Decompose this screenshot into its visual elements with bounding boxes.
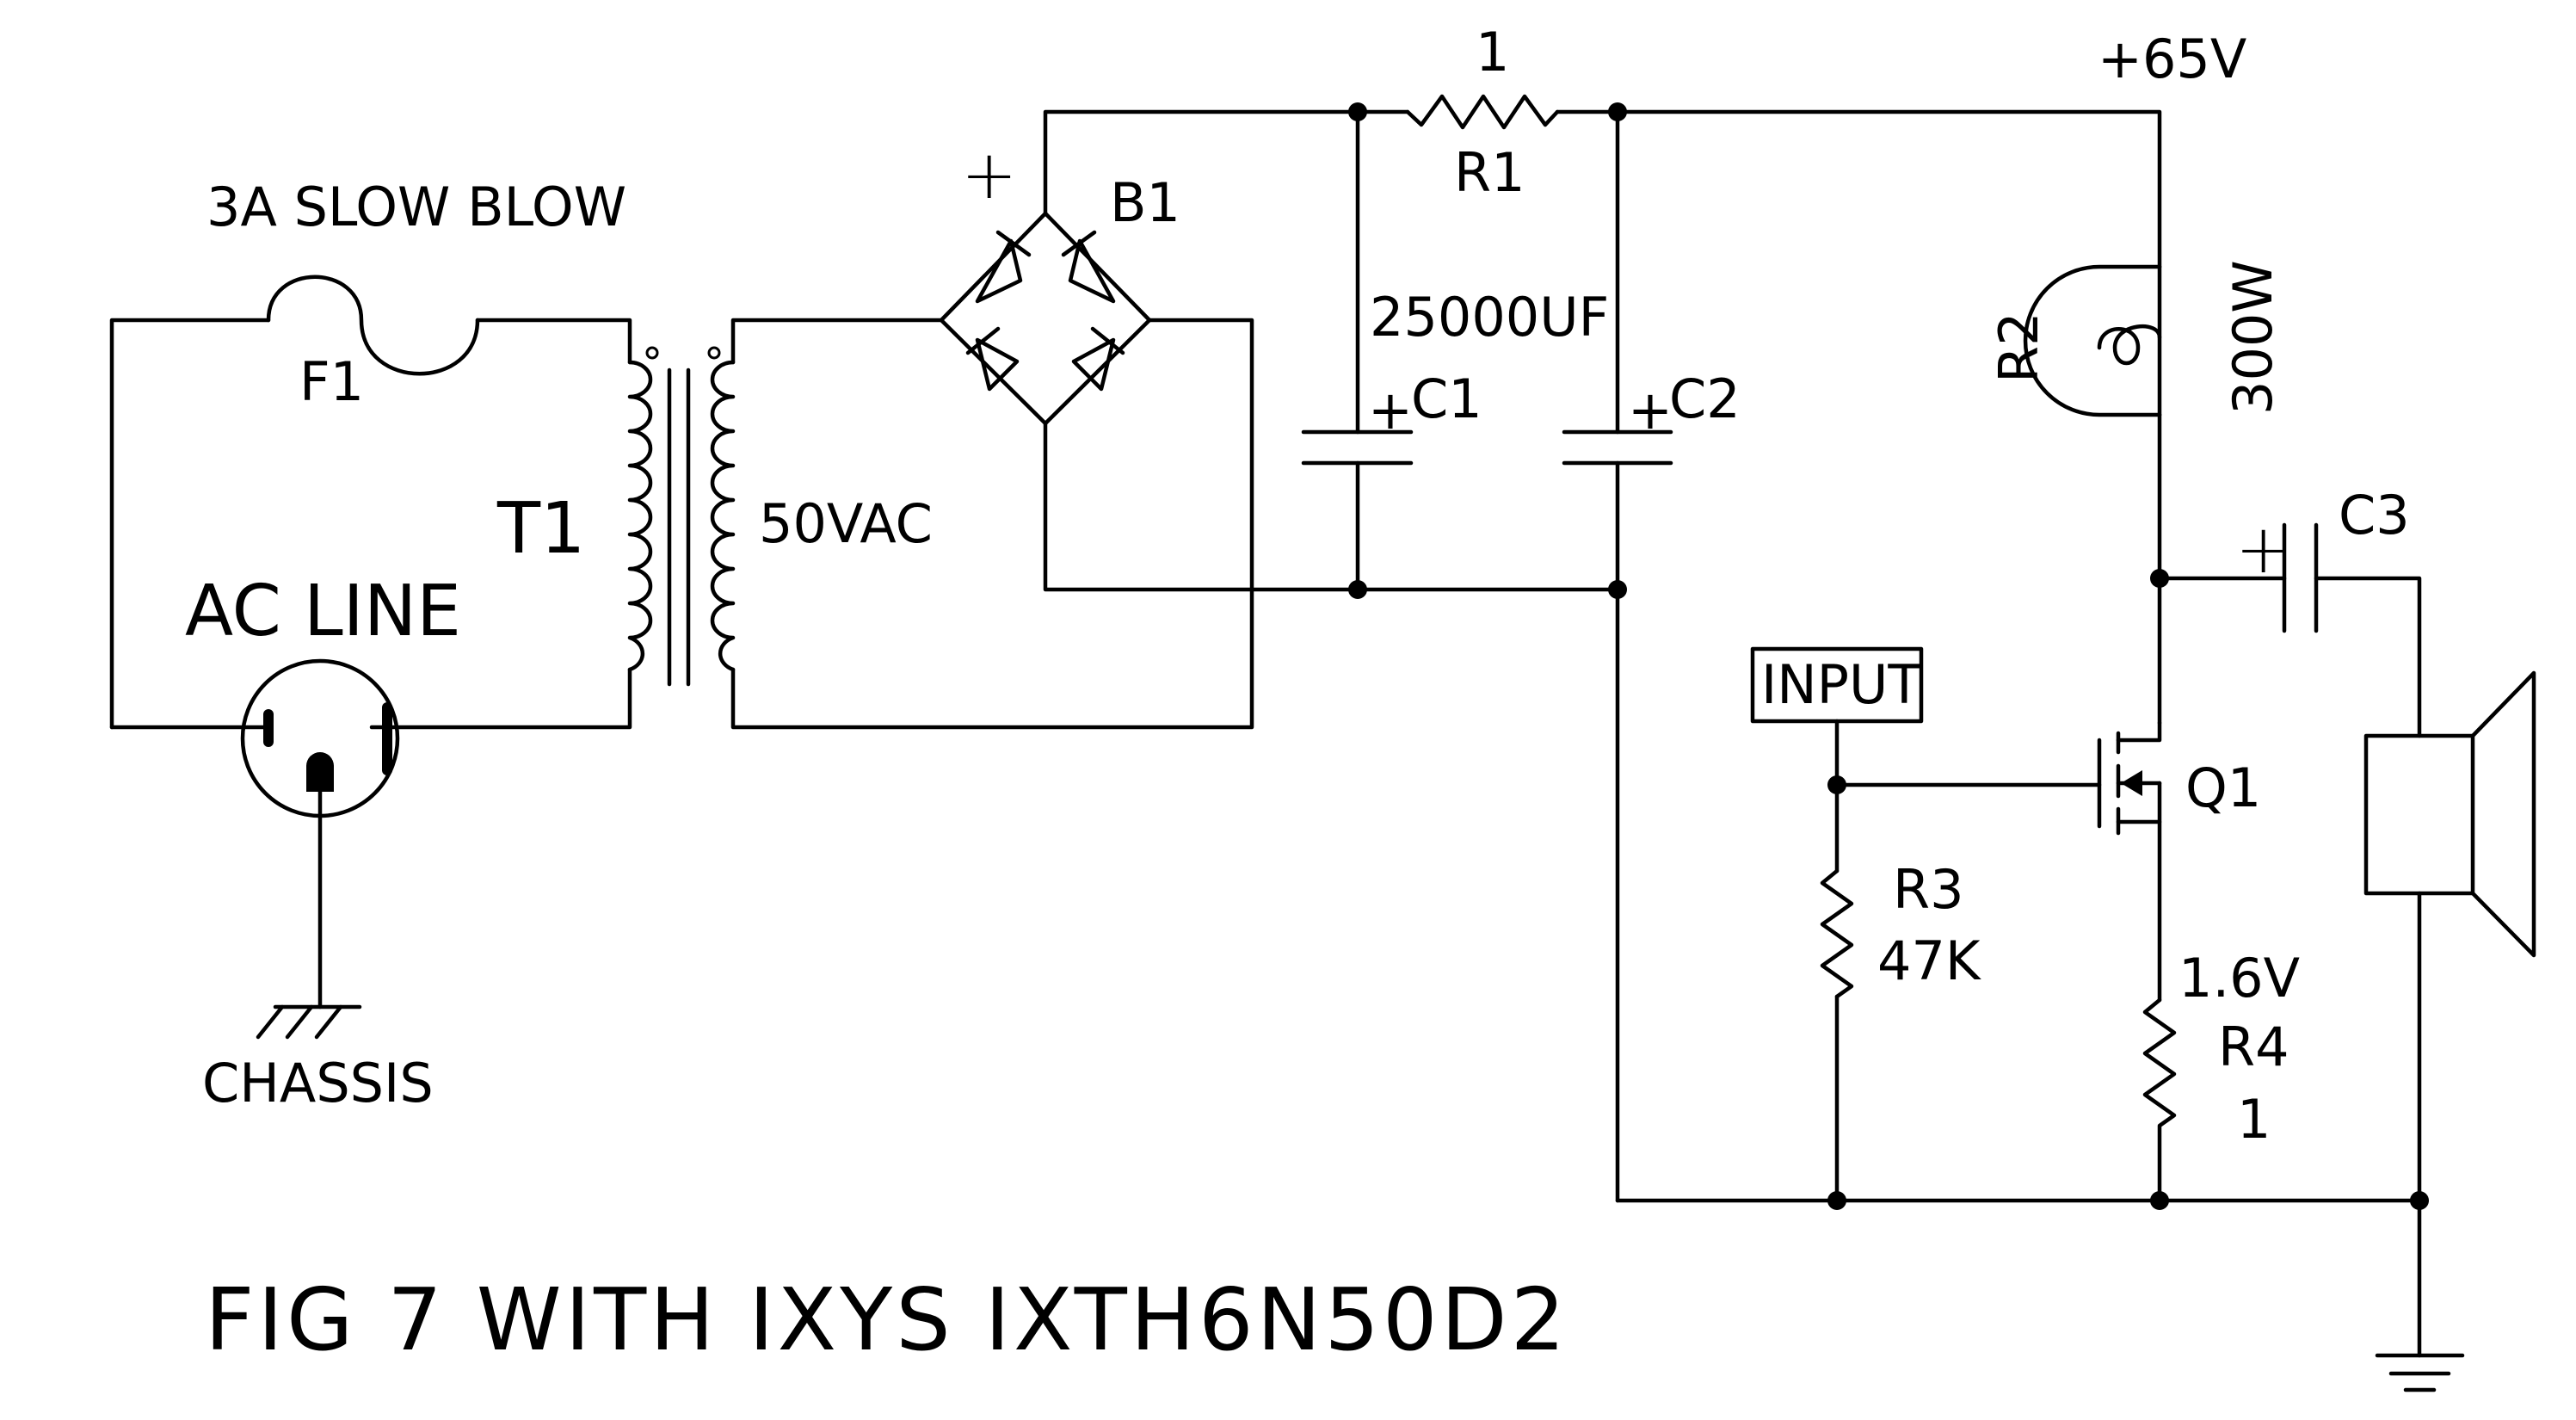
input-wiring bbox=[1615, 719, 2422, 1203]
r4-label: R4 bbox=[2218, 1016, 2289, 1078]
c2-plus-label: + bbox=[1628, 379, 1673, 441]
ground-symbol bbox=[2375, 1353, 2465, 1392]
resistor-r1 bbox=[1405, 94, 1560, 130]
c1-label: C1 bbox=[1411, 367, 1482, 430]
input-label: INPUT bbox=[1761, 653, 1921, 716]
speaker bbox=[2363, 670, 2536, 958]
capacitance-label: 25000UF bbox=[1370, 286, 1609, 349]
primary-circuit bbox=[109, 318, 632, 730]
bridge-rectifier-b1 bbox=[939, 211, 1152, 426]
r3-label: R3 bbox=[1893, 858, 1964, 921]
chassis-label: CHASSIS bbox=[202, 1052, 434, 1114]
r1-label: R1 bbox=[1454, 141, 1525, 204]
r2-label: R2 bbox=[1987, 312, 2050, 383]
c3-label: C3 bbox=[2339, 484, 2410, 546]
r3-value-label: 47K bbox=[1877, 929, 1981, 992]
fuse-f1 bbox=[266, 275, 480, 376]
dc-rails bbox=[1043, 109, 2162, 1203]
lamp-power-label: 300W bbox=[2222, 260, 2284, 415]
capacitor-c2 bbox=[1562, 429, 1673, 466]
c1-plus-label: + bbox=[1368, 379, 1413, 441]
fuse-label: F1 bbox=[299, 350, 364, 413]
mosfet-q1 bbox=[2097, 720, 2162, 1003]
ac-line-label: AC LINE bbox=[185, 571, 461, 652]
secondary-voltage-label: 50VAC bbox=[759, 492, 933, 555]
transformer-t1 bbox=[627, 346, 736, 687]
r4-value-label: 1 bbox=[2237, 1088, 2271, 1151]
transformer-label: T1 bbox=[496, 488, 585, 570]
bridge-label: B1 bbox=[1110, 171, 1180, 234]
r1-value-label: 1 bbox=[1476, 21, 1509, 83]
capacitor-c1 bbox=[1301, 429, 1414, 466]
junction-dots bbox=[1348, 102, 2429, 1210]
lamp-r2 bbox=[2023, 264, 2162, 417]
q1-label: Q1 bbox=[2185, 756, 2261, 819]
fuse-rating-label: 3A SLOW BLOW bbox=[206, 176, 626, 238]
c3-plus-label: + bbox=[2235, 511, 2291, 589]
figure-title: FIG 7 WITH IXYS IXTH6N50D2 bbox=[205, 1269, 1568, 1370]
capacitor-c3 bbox=[2282, 522, 2319, 633]
source-voltage-label: 1.6V bbox=[2179, 947, 2300, 1009]
resistor-r4 bbox=[2142, 997, 2177, 1203]
secondary-wiring bbox=[730, 318, 1254, 730]
resistor-r3 bbox=[1820, 868, 1854, 999]
input-box bbox=[1750, 646, 1924, 724]
chassis-ground-symbol bbox=[256, 1004, 362, 1040]
supply-voltage-label: +65V bbox=[2098, 28, 2246, 90]
bridge-plus-label: + bbox=[961, 137, 1017, 214]
c2-label: C2 bbox=[1669, 367, 1741, 430]
ac-plug bbox=[240, 658, 400, 1009]
